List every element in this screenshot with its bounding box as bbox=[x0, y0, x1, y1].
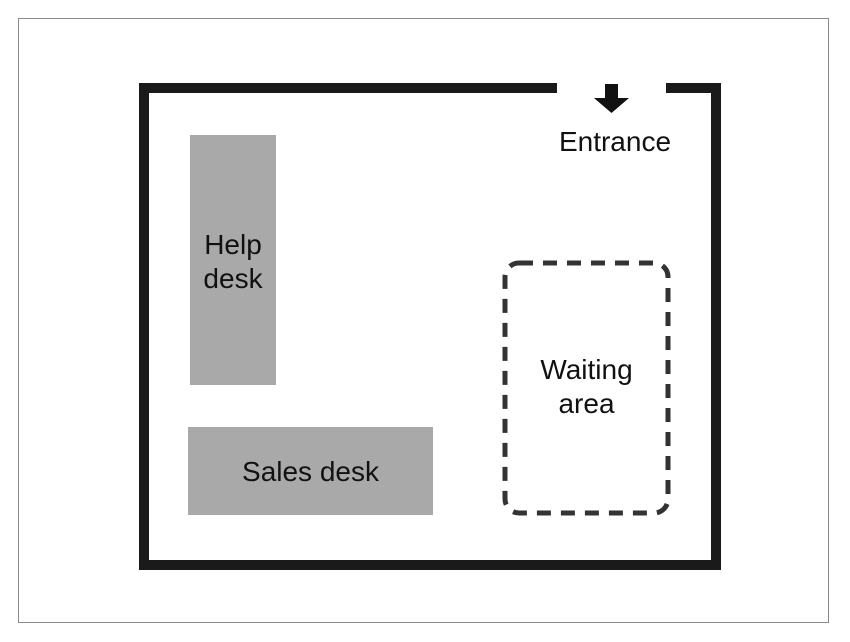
waiting-area-label: Waiting area bbox=[505, 353, 668, 421]
waiting-area-label-line1: Waiting bbox=[540, 354, 633, 385]
help-desk-label-line1: Help bbox=[204, 229, 262, 260]
help-desk-label-line2: desk bbox=[203, 263, 263, 294]
sales-desk-label: Sales desk bbox=[242, 456, 379, 487]
sales-desk bbox=[188, 427, 433, 515]
diagram-frame bbox=[18, 18, 829, 623]
help-desk bbox=[190, 135, 276, 385]
waiting-area-boundary bbox=[502, 260, 671, 516]
help-desk-label: Help desk bbox=[190, 228, 276, 296]
room-walls bbox=[139, 83, 721, 570]
entrance-label: Entrance bbox=[558, 126, 672, 157]
waiting-area-label-line2: area bbox=[558, 388, 615, 419]
entrance-arrow-icon bbox=[594, 84, 629, 113]
